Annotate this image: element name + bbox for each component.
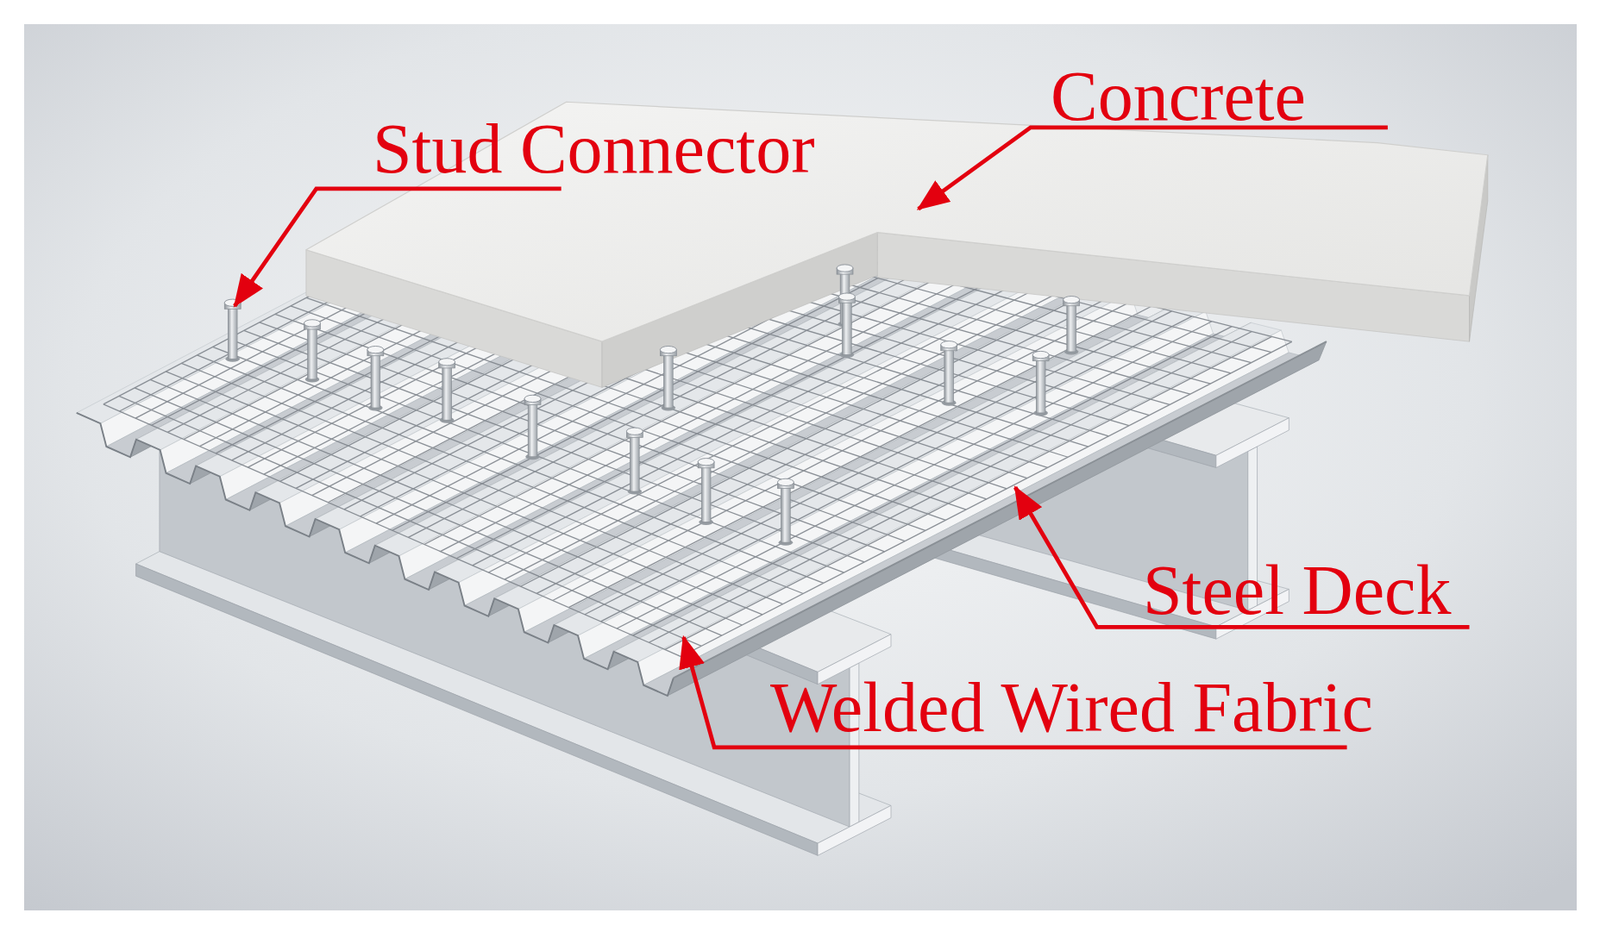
stud-head	[524, 395, 541, 402]
mesh-wire	[196, 355, 804, 595]
leader-arrow	[234, 188, 562, 307]
stud-head	[1032, 351, 1049, 358]
stud-head	[777, 478, 794, 486]
stud-connector	[659, 345, 677, 411]
mesh-wire	[119, 395, 702, 647]
stud-head	[367, 345, 384, 353]
stud-shaft	[227, 307, 238, 359]
stud-head	[1063, 296, 1080, 304]
stud-shaft	[307, 328, 318, 380]
concrete-slab	[306, 101, 1488, 388]
stud-connector	[304, 320, 321, 383]
stud-connector	[1063, 296, 1080, 356]
stud-head	[439, 358, 456, 366]
stud-connector	[524, 395, 541, 460]
background-panel	[24, 24, 1577, 911]
stud-connectors	[224, 264, 1080, 546]
stud-head	[838, 293, 855, 301]
stud-connector	[439, 358, 456, 424]
stud-connector	[1032, 351, 1049, 416]
deck-profile	[76, 413, 674, 697]
stud-head	[626, 427, 643, 435]
stud-shaft	[944, 350, 954, 403]
stud-head	[659, 345, 677, 353]
stud-connector	[697, 458, 715, 526]
stud-shaft	[370, 355, 381, 408]
stud-shaft	[1066, 305, 1077, 352]
mesh-wire	[181, 363, 783, 604]
stud-shaft	[701, 467, 711, 523]
leader-lines	[234, 127, 1469, 748]
stud-shaft	[664, 355, 674, 408]
stud-shaft	[842, 301, 853, 355]
part-label: Concrete	[1050, 61, 1306, 132]
stud-connector	[626, 427, 643, 495]
part-label: Steel Deck	[1142, 555, 1451, 627]
stud-connector	[224, 299, 241, 363]
stud-shaft	[527, 403, 538, 457]
leader-arrow	[1015, 487, 1469, 628]
beam-flange-end	[1216, 418, 1289, 469]
stud-shaft	[442, 367, 452, 421]
stud-head	[941, 341, 958, 349]
stud-head	[304, 320, 321, 327]
stud-connector	[838, 293, 855, 358]
stud-connector	[777, 478, 794, 546]
beam-flange-end	[817, 805, 891, 856]
stud-shaft	[781, 487, 791, 543]
stud-shaft	[1035, 359, 1046, 413]
stud-connector	[941, 341, 958, 407]
leader-arrow	[918, 127, 1388, 210]
deck-rib	[667, 341, 1327, 697]
stud-head	[697, 458, 715, 466]
stud-shaft	[630, 436, 640, 492]
stud-connector	[367, 345, 384, 411]
composite-deck	[76, 101, 1488, 856]
slab-top	[306, 101, 1488, 342]
part-label: Welded Wired Fabric	[770, 672, 1374, 744]
stud-head	[836, 264, 854, 272]
part-label: Stud Connector	[372, 113, 815, 185]
mesh-wire	[103, 404, 682, 658]
mesh-wire	[134, 388, 722, 636]
